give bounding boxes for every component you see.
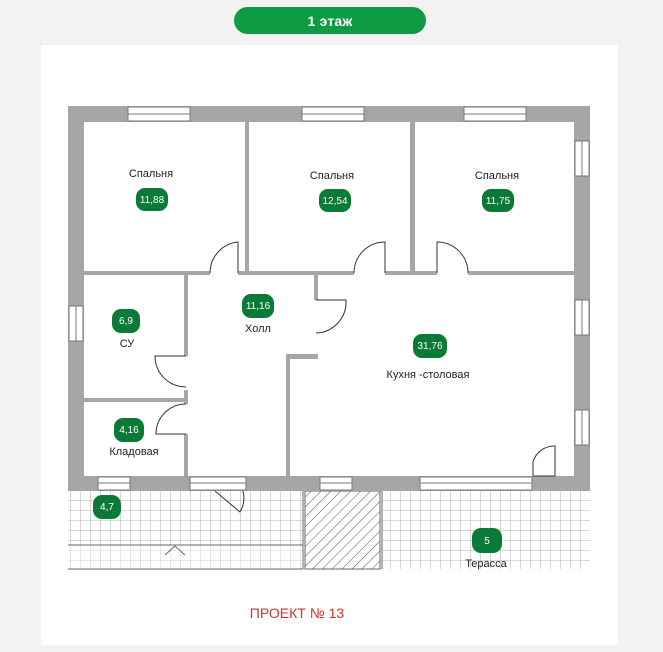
interior-walls (84, 122, 574, 476)
area-badges: 11,88 12,54 11,75 6,9 11,16 31,76 4,16 4… (93, 188, 514, 553)
doors (154, 241, 556, 513)
windows (68, 106, 590, 491)
room-name-bedroom-3: Спальня (475, 170, 519, 182)
area-badge-bathroom: 6,9 (119, 316, 133, 327)
area-badge-bedroom-2: 12,54 (322, 196, 347, 207)
terrace-grid (68, 491, 590, 570)
project-title: ПРОЕКТ № 13 (250, 605, 345, 621)
floor-tab-button[interactable]: 1 этаж (234, 7, 426, 34)
area-badge-porch: 4,7 (100, 502, 114, 513)
room-labels: Спальня Спальня Спальня СУ Холл Кухня -с… (109, 168, 519, 570)
room-name-bathroom: СУ (120, 338, 136, 350)
area-badge-bedroom-3: 11,75 (486, 196, 511, 207)
area-badge-hall: 11,16 (246, 301, 271, 312)
area-badge-kitchen: 31,76 (417, 341, 442, 352)
room-name-bedroom-1: Спальня (129, 168, 173, 180)
area-badge-terrace: 5 (484, 536, 490, 547)
stair-hatch (304, 490, 381, 570)
room-name-hall: Холл (245, 323, 271, 335)
room-name-bedroom-2: Спальня (310, 170, 354, 182)
area-badge-storage: 4,16 (119, 425, 139, 436)
outer-walls (68, 106, 590, 491)
room-name-storage: Кладовая (109, 446, 158, 458)
room-name-kitchen: Кухня -столовая (387, 369, 470, 381)
room-name-terrace: Терасса (465, 558, 507, 570)
area-badge-bedroom-1: 11,88 (140, 195, 165, 206)
